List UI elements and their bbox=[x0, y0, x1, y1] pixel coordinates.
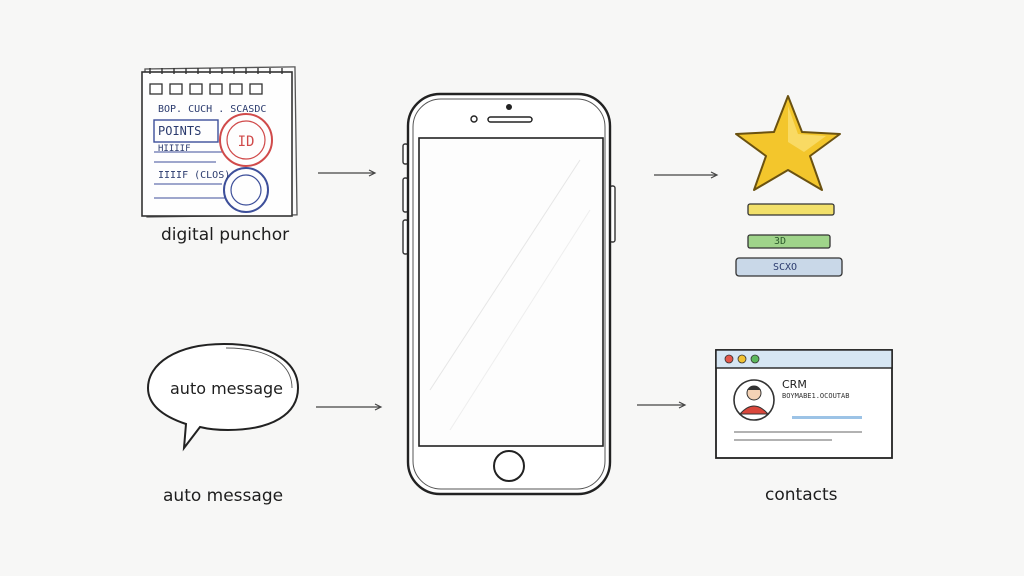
window-maximize-dot bbox=[750, 354, 760, 364]
avatar-icon bbox=[733, 379, 775, 421]
punch-card-line3: HIIIIF bbox=[158, 144, 191, 154]
auto-message-caption: auto message bbox=[163, 486, 284, 506]
crm-title: CRM bbox=[782, 378, 807, 391]
red-stamp-icon bbox=[219, 113, 273, 167]
speech-bubble-text: auto message bbox=[170, 379, 283, 398]
speaker-grille bbox=[487, 116, 533, 123]
contacts-caption: contacts bbox=[765, 485, 838, 505]
crm-subtitle: BOYMABE1.OCOUTAB bbox=[782, 392, 850, 400]
svg-text:ID: ID bbox=[238, 134, 255, 150]
punch-card-line4: IIIIF (CLOS) bbox=[158, 170, 231, 181]
rewards-illustration bbox=[735, 95, 843, 277]
punch-card-caption: digital punchor bbox=[161, 225, 290, 245]
window-close-dot bbox=[724, 354, 734, 364]
window-minimize-dot bbox=[737, 354, 747, 364]
progress-bar-yellow bbox=[747, 203, 835, 216]
progress-bar-green bbox=[747, 234, 831, 249]
green-bar-label: 3D bbox=[774, 236, 787, 247]
star-icon bbox=[735, 95, 841, 191]
progress-bar-blue bbox=[735, 257, 843, 277]
smartphone-illustration bbox=[402, 92, 616, 496]
front-camera-icon bbox=[506, 104, 512, 110]
blue-stamp-icon bbox=[223, 167, 269, 213]
punch-card-line1: BOP. CUCH . SCASDC bbox=[158, 104, 267, 115]
crm-window-illustration bbox=[715, 349, 893, 459]
punch-card-line2: POINTS bbox=[158, 124, 202, 138]
punch-card-illustration: ID bbox=[141, 66, 298, 218]
speech-bubble-icon bbox=[146, 342, 300, 452]
blue-bar-label: SCXO bbox=[773, 262, 798, 273]
crm-window-header bbox=[715, 349, 893, 369]
home-button-icon bbox=[493, 450, 525, 482]
phone-screen bbox=[418, 137, 604, 447]
